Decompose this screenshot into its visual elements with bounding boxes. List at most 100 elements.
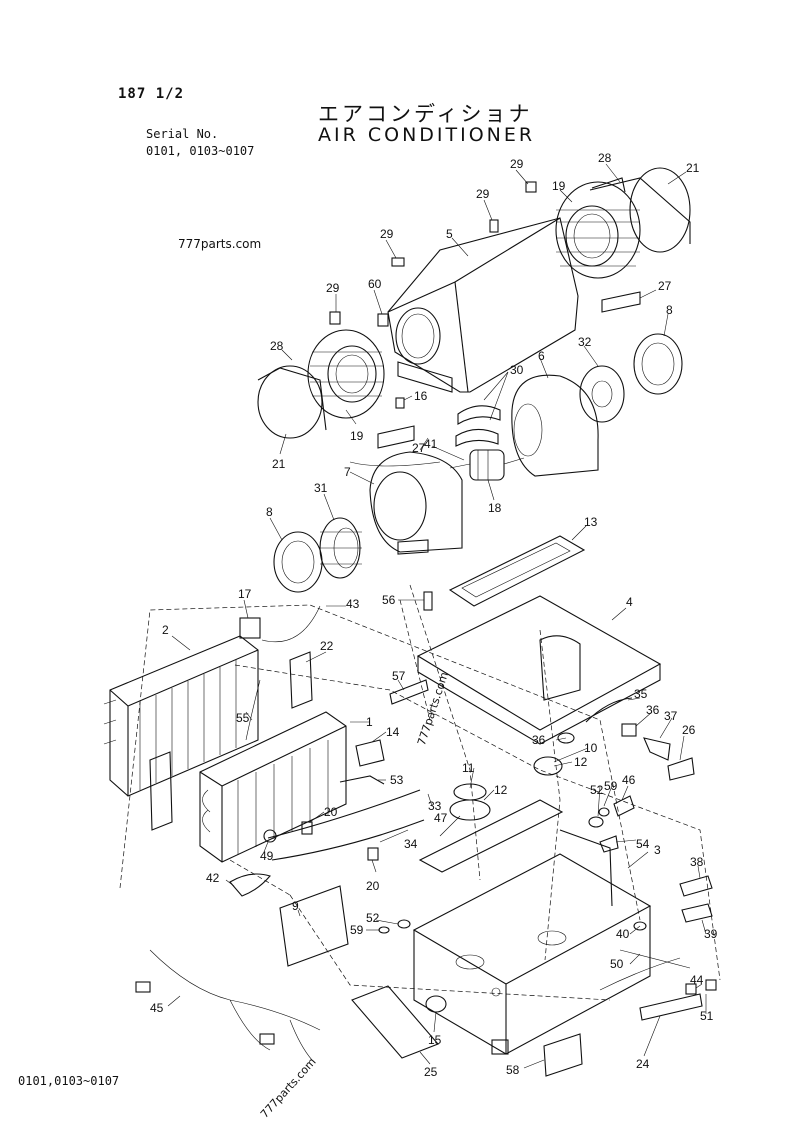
callout-12: 12 bbox=[574, 755, 588, 769]
callout-1: 1 bbox=[366, 715, 373, 729]
callout-6: 6 bbox=[538, 349, 545, 363]
part-22-bracket bbox=[289, 651, 313, 709]
callout-54: 54 bbox=[636, 837, 650, 851]
callout-35: 35 bbox=[634, 687, 648, 701]
callout-52: 52 bbox=[366, 911, 380, 925]
part-21-cover-right bbox=[589, 167, 691, 253]
part-39-fitting bbox=[681, 903, 713, 923]
part-23-bracket bbox=[149, 751, 173, 831]
part-43-wire bbox=[261, 605, 321, 643]
callout-22: 22 bbox=[320, 639, 334, 653]
callout-25: 25 bbox=[424, 1065, 438, 1079]
page-number: 187 1/2 bbox=[118, 86, 185, 102]
callout-59: 59 bbox=[350, 923, 364, 937]
part-25-duct bbox=[351, 985, 439, 1059]
callout-36: 36 bbox=[646, 703, 660, 717]
part-38-fitting bbox=[679, 875, 713, 897]
part-35-hose bbox=[585, 697, 633, 723]
part-58-connector bbox=[491, 1039, 509, 1055]
harness-connector-b bbox=[259, 1033, 275, 1045]
callout-29: 29 bbox=[326, 281, 340, 295]
part-1-heater-core bbox=[199, 711, 347, 863]
part-47-pad bbox=[418, 799, 564, 873]
part-13-duct-frame bbox=[448, 535, 586, 607]
callout-7: 7 bbox=[344, 465, 351, 479]
callout-60: 60 bbox=[368, 277, 382, 291]
part-45-wire-harness bbox=[149, 949, 321, 1061]
leader-lines bbox=[167, 163, 707, 1069]
callout-19: 19 bbox=[552, 179, 566, 193]
callout-32: 32 bbox=[578, 335, 592, 349]
callout-11: 11 bbox=[462, 761, 475, 775]
callout-58: 58 bbox=[506, 1063, 520, 1077]
part-14-filter bbox=[355, 739, 385, 767]
callout-21: 21 bbox=[272, 457, 286, 471]
part-57-plate bbox=[389, 679, 429, 705]
part-27-channels bbox=[377, 291, 641, 449]
part-20-clamps bbox=[301, 821, 379, 861]
part-8-ring-right bbox=[633, 333, 683, 395]
callout-41: 41 bbox=[424, 437, 438, 451]
part-8-ring-left bbox=[273, 531, 323, 593]
part-36-clamp-2 bbox=[621, 723, 637, 737]
callout-50: 50 bbox=[610, 957, 624, 971]
part-41-wire bbox=[349, 461, 441, 467]
callout-15: 15 bbox=[428, 1033, 442, 1047]
callout-12: 12 bbox=[494, 783, 508, 797]
part-2-evaporator-core bbox=[103, 635, 259, 797]
part-54-clip bbox=[599, 835, 619, 853]
callout-28: 28 bbox=[598, 151, 612, 165]
part-50-wire bbox=[619, 949, 691, 969]
part-10-cap bbox=[533, 756, 563, 776]
callout-21: 21 bbox=[686, 161, 700, 175]
part-4-base-plate bbox=[416, 595, 662, 745]
callout-20: 20 bbox=[324, 805, 338, 819]
footer-serial-range: 0101,0103~0107 bbox=[18, 1074, 120, 1088]
callout-59: 59 bbox=[604, 779, 618, 793]
part-34-hose bbox=[271, 819, 425, 861]
part-42-valve bbox=[229, 873, 271, 897]
callout-39: 39 bbox=[704, 927, 718, 941]
part-51-harness bbox=[599, 957, 681, 991]
part-53-pipe bbox=[339, 775, 385, 785]
part-11-grommet bbox=[449, 783, 491, 821]
callout-16: 16 bbox=[414, 389, 428, 403]
part-52-plug bbox=[588, 816, 604, 828]
callout-51: 51 bbox=[700, 1009, 714, 1023]
title-japanese: エアコンディショナ bbox=[318, 102, 533, 126]
callout-numbers: 29 28 21 29 19 29 5 29 60 27 8 32 28 6 3… bbox=[150, 151, 718, 1079]
callout-24: 24 bbox=[636, 1057, 650, 1071]
part-3-lower-case bbox=[412, 829, 652, 1055]
harness-connector-a bbox=[135, 981, 151, 993]
part-15-grommet bbox=[425, 995, 447, 1013]
part-33-hose bbox=[267, 789, 421, 839]
callout-42: 42 bbox=[206, 871, 220, 885]
callout-2: 2 bbox=[162, 623, 169, 637]
part-29-clips bbox=[329, 181, 537, 325]
part-16-nut bbox=[395, 397, 405, 409]
callout-43: 43 bbox=[346, 597, 360, 611]
serial-values: 0101, 0103~0107 bbox=[146, 144, 255, 158]
part-49-fitting bbox=[263, 829, 277, 843]
callout-49: 49 bbox=[260, 849, 274, 863]
callout-46: 46 bbox=[622, 773, 636, 787]
callout-13: 13 bbox=[584, 515, 598, 529]
part-6-scroll-housing bbox=[511, 374, 599, 477]
callout-29: 29 bbox=[380, 227, 394, 241]
part-60-clip bbox=[377, 313, 389, 327]
part-36-clamp bbox=[557, 732, 575, 744]
callout-33: 33 bbox=[428, 799, 442, 813]
callout-26: 26 bbox=[682, 723, 696, 737]
part-17-valve bbox=[239, 617, 261, 639]
part-59-washer-2 bbox=[378, 926, 390, 934]
callout-8: 8 bbox=[666, 303, 673, 317]
callout-8: 8 bbox=[266, 505, 273, 519]
callout-29: 29 bbox=[510, 157, 524, 171]
callout-20: 20 bbox=[366, 879, 380, 893]
callout-52: 52 bbox=[590, 783, 604, 797]
watermark-top: 777parts.com bbox=[178, 237, 262, 251]
part-56-clip bbox=[423, 591, 433, 611]
callout-17: 17 bbox=[238, 587, 252, 601]
part-5-blower-housing bbox=[387, 217, 579, 393]
